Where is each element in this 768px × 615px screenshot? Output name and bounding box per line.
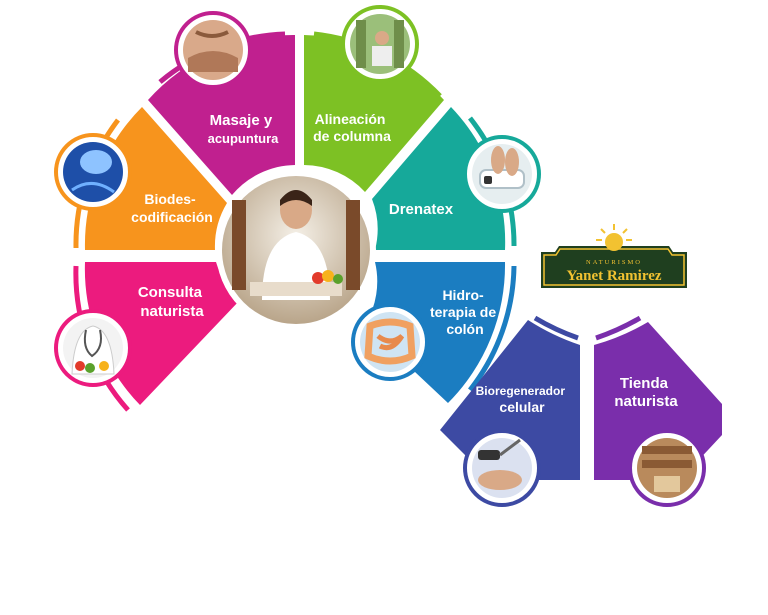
segment-consulta-label: Consulta naturista <box>138 284 206 320</box>
person-hair <box>280 190 312 206</box>
segment-drenatex-label: Drenatex <box>389 201 454 218</box>
doctor-photo-icon <box>54 309 132 387</box>
sun-icon <box>596 224 632 251</box>
segment-alineacion[interactable]: Alineación de columna <box>304 31 444 192</box>
brain-photo-icon <box>54 133 132 211</box>
segment-alineacion-label: Alineación de columna <box>313 111 391 144</box>
segment-hidro-arc <box>468 265 517 392</box>
segment-hidro[interactable]: Hidro- terapia de colón <box>365 262 517 403</box>
logo-small-text: NATURISMO <box>586 259 642 266</box>
center-photo <box>216 170 376 330</box>
fruit-3 <box>333 274 343 284</box>
segment-hidro-shape[interactable] <box>365 262 506 403</box>
shelf-right <box>346 200 360 290</box>
segment-tienda-arc <box>595 315 642 341</box>
shelf-left <box>232 200 246 290</box>
segment-hidro-label: Hidro- terapia de colón <box>430 287 500 337</box>
fruit-2 <box>322 270 334 282</box>
segment-bioregenerador-arc <box>533 315 579 341</box>
segment-drenatex-shape[interactable] <box>372 107 506 250</box>
intestine-photo-icon <box>351 303 429 381</box>
segment-biodes-label: Biodes- codificación <box>131 191 213 225</box>
massage-photo-icon <box>174 11 252 89</box>
segment-bioregenerador-label: Bioregenerador celular <box>476 384 569 415</box>
segment-biodes-shape[interactable] <box>84 107 227 250</box>
foot-bath-photo-icon <box>463 135 541 213</box>
segment-masaje-label: Masaje y acupuntura <box>208 112 280 146</box>
therapy-device-photo-icon <box>463 429 541 507</box>
brand-logo: NATURISMO Yanet Ramirez <box>541 224 687 288</box>
fruit-1 <box>312 272 324 284</box>
spine-alignment-photo-icon <box>341 5 419 83</box>
segment-tienda-label: Tienda naturista <box>614 375 678 410</box>
segment-alineacion-shape[interactable] <box>304 35 444 192</box>
desk <box>250 282 342 296</box>
store-photo-icon <box>628 429 706 507</box>
logo-brand-text: Yanet Ramirez <box>566 268 661 284</box>
